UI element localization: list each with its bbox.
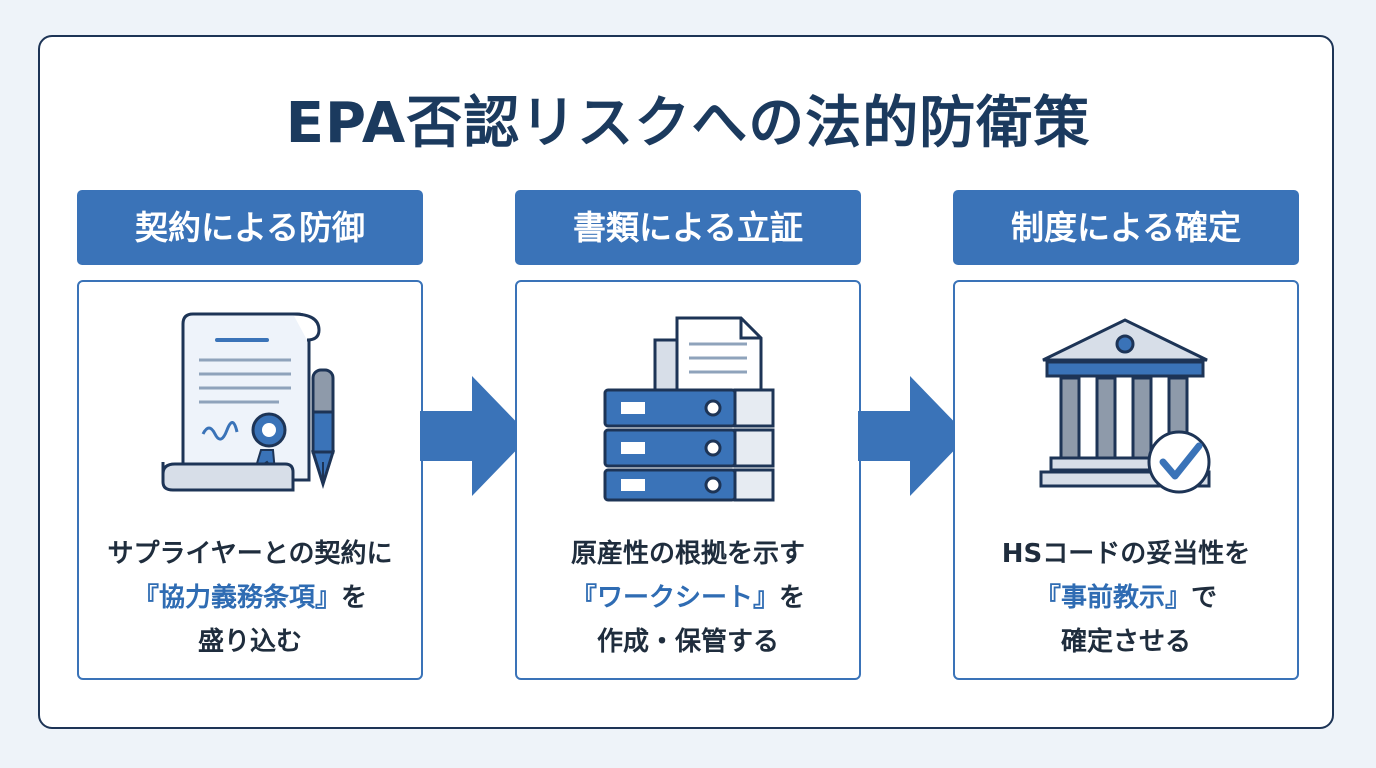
quote-close: 』 (1165, 583, 1192, 613)
step-description-line1: サプライヤーとの契約に (107, 539, 393, 569)
step-description-line3: 作成・保管する (596, 627, 779, 657)
government-building-check-icon (1039, 318, 1211, 494)
quote-open: 『 (132, 583, 159, 613)
step-header: 制度による確定 (953, 190, 1299, 265)
particle: を (341, 583, 368, 613)
quote-open: 『 (570, 583, 597, 613)
flow-arrow-right-icon (420, 376, 530, 496)
step-description-line2: 『ワークシート』を (517, 576, 859, 620)
contract-scroll-pen-icon (161, 312, 336, 492)
step-description-line1: HSコードの妥当性を (1001, 539, 1251, 569)
step-description-line2: 『協力義務条項』を (79, 576, 421, 620)
step-system: 制度による確定 HSコードの妥当性を 『事前教示』で 確定させる (953, 190, 1299, 680)
particle: で (1191, 583, 1218, 613)
step-description-line3: 確定させる (1060, 627, 1191, 657)
step-description-line2: 『事前教示』で (955, 576, 1297, 620)
quote-close: 』 (315, 583, 342, 613)
step-description-line3: 盛り込む (197, 627, 302, 657)
step-header: 書類による立証 (515, 190, 861, 265)
step-description: 原産性の根拠を示す 『ワークシート』を 作成・保管する (517, 532, 859, 664)
step-description: サプライヤーとの契約に 『協力義務条項』を 盛り込む (79, 532, 421, 664)
highlight-term: 事前教示 (1060, 583, 1165, 613)
quote-close: 』 (753, 583, 780, 613)
step-description: HSコードの妥当性を 『事前教示』で 確定させる (955, 532, 1297, 664)
highlight-term: 協力義務条項 (158, 583, 315, 613)
step-contract: 契約による防御 サプライヤーとの契約に 『協力義務条項』を 盛り込む (77, 190, 423, 680)
step-header: 契約による防御 (77, 190, 423, 265)
flow-arrow-right-icon (858, 376, 968, 496)
step-card: サプライヤーとの契約に 『協力義務条項』を 盛り込む (77, 280, 423, 680)
step-description-line1: 原産性の根拠を示す (570, 539, 805, 569)
quote-open: 『 (1034, 583, 1061, 613)
page-title: EPA否認リスクへの法的防衛策 (285, 91, 1091, 156)
particle: を (779, 583, 806, 613)
highlight-term: ワークシート (596, 583, 753, 613)
step-documents: 書類による立証 原産性の根拠を示す (515, 190, 861, 680)
step-card: 原産性の根拠を示す 『ワークシート』を 作成・保管する (515, 280, 861, 680)
document-stack-icon (603, 316, 775, 502)
step-card: HSコードの妥当性を 『事前教示』で 確定させる (953, 280, 1299, 680)
